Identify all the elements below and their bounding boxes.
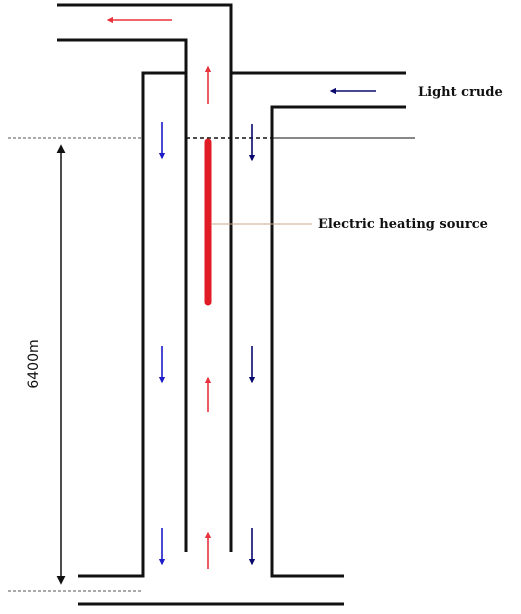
heating-source-label: Electric heating source [318,217,488,232]
casing-left-wall [78,71,186,578]
inner-tubing-left-wall [57,38,188,552]
casing [78,71,406,606]
casing-right-wall [270,105,406,578]
light-crude-label: Light crude [418,85,503,100]
inner-tubing-right-wall [57,3,233,552]
flow-arrows [106,16,376,569]
inner-tubing [57,3,233,552]
depth-label: 6400m [26,339,42,388]
reference-lines [8,137,415,592]
